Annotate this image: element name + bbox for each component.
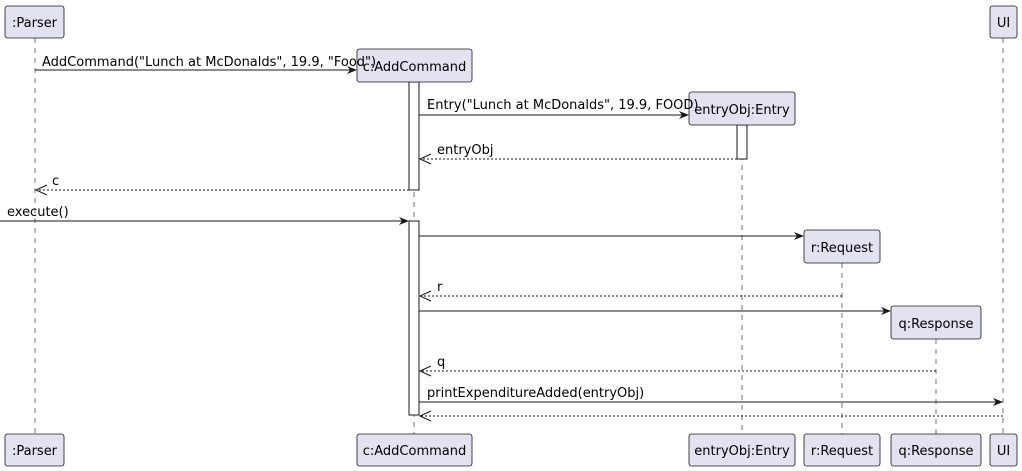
participant-label: r:Request [811,444,873,459]
message-create-entry: Entry("Lunch at McDonalds", 19.9, FOOD) [419,98,699,119]
message-create-request [419,232,804,240]
message-label: c [52,174,59,189]
participant-response-bottom: q:Response [890,433,982,467]
message-label: execute() [7,205,69,220]
participant-addcommand-bottom: c:AddCommand [356,433,473,467]
activation-addcommand-execute [408,220,420,416]
participant-entry-bottom: entryObj:Entry [688,433,796,467]
participant-label: c:AddCommand [363,60,467,75]
participant-ui-top: UI [989,5,1018,39]
message-execute: execute() [0,205,409,225]
message-return-entryobj: entryObj [418,143,737,165]
activation-addcommand-construct [408,81,420,191]
message-return-ui [418,410,1003,422]
participant-label: q:Response [898,444,973,459]
message-return-r: r [418,280,842,302]
participant-entry-created: entryObj:Entry [688,91,796,126]
participant-label: :Parser [12,16,58,31]
message-return-c: c [34,174,409,196]
participant-label: UI [997,444,1010,459]
participant-label: c:AddCommand [363,444,467,459]
message-label: r [437,280,443,295]
participant-parser-top: :Parser [4,5,65,39]
participant-ui-bottom: UI [989,433,1018,467]
message-label: Entry("Lunch at McDonalds", 19.9, FOOD) [427,98,699,113]
participant-label: q:Response [898,317,973,332]
participant-label: :Parser [12,444,58,459]
message-print-expenditure-added: printExpenditureAdded(entryObj) [419,386,1003,406]
participant-addcommand-created: c:AddCommand [356,48,473,83]
message-label: printExpenditureAdded(entryObj) [427,386,644,401]
activation-entry-construct [736,124,748,160]
message-label: AddCommand("Lunch at McDonalds", 19.9, "… [42,55,376,70]
message-label: q [437,355,445,370]
participant-label: entryObj:Entry [694,103,790,118]
participant-label: r:Request [811,241,873,256]
participant-parser-bottom: :Parser [4,433,65,467]
message-label: entryObj [437,143,493,158]
message-create-addcommand: AddCommand("Lunch at McDonalds", 19.9, "… [35,55,376,74]
participant-label: UI [997,16,1010,31]
message-create-response [419,307,891,315]
participant-request-bottom: r:Request [803,433,881,467]
message-return-q: q [418,355,936,377]
participant-response-created: q:Response [890,305,982,340]
participant-label: entryObj:Entry [694,444,790,459]
participant-request-created: r:Request [803,229,881,264]
